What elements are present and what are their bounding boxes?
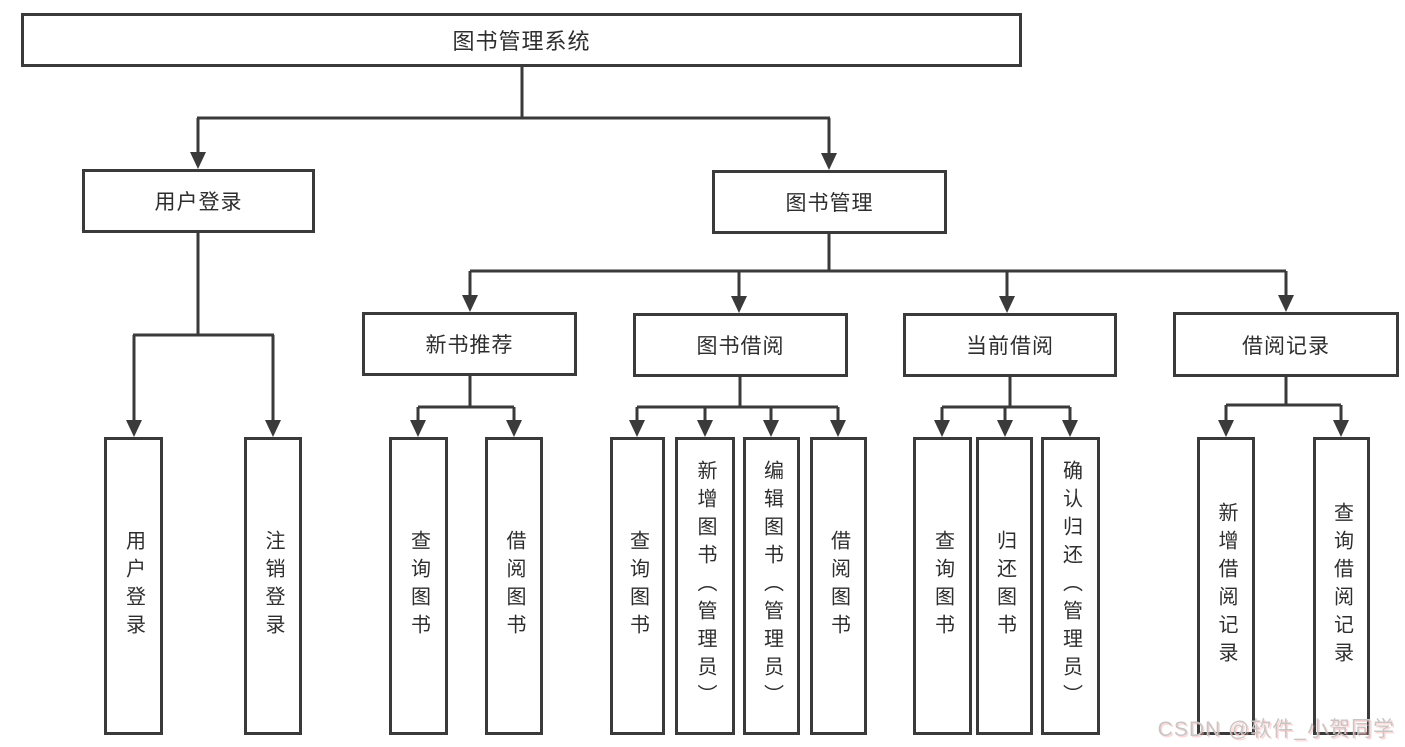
leaf-query-borrow-record: 查询借阅记录 <box>1313 437 1370 735</box>
node-new-book-recommend-label: 新书推荐 <box>425 334 514 357</box>
leaf-query-books-current-label: 查询图书 <box>931 530 954 642</box>
leaf-return-book-label: 归还图书 <box>993 530 1016 642</box>
node-user-login-label: 用户登录 <box>154 191 243 214</box>
leaf-return-book: 归还图书 <box>976 437 1033 735</box>
node-root-label: 图书管理系统 <box>452 29 591 54</box>
csdn-watermark: CSDN @软件_小贺同学 <box>1157 718 1395 741</box>
leaf-query-books-recommend-label: 查询图书 <box>407 530 430 642</box>
leaf-user-login-label: 用户登录 <box>122 530 145 642</box>
leaf-logout: 注销登录 <box>244 437 302 735</box>
leaf-add-borrow-record: 新增借阅记录 <box>1197 437 1255 735</box>
node-new-book-recommend: 新书推荐 <box>362 312 577 376</box>
leaf-borrow-books-recommend-label: 借阅图书 <box>503 530 525 642</box>
leaf-borrow-books-recommend: 借阅图书 <box>485 437 543 735</box>
leaf-query-books-borrow: 查询图书 <box>610 437 665 735</box>
arrowheads <box>126 152 1349 437</box>
leaf-borrow-books-label: 借阅图书 <box>827 530 850 642</box>
node-root: 图书管理系统 <box>21 13 1022 67</box>
leaf-edit-book-admin: 编辑图书（管理员） <box>743 437 800 735</box>
leaf-query-books-recommend: 查询图书 <box>389 437 448 735</box>
leaf-query-books-borrow-label: 查询图书 <box>626 530 649 642</box>
leaf-query-borrow-record-label: 查询借阅记录 <box>1330 502 1353 670</box>
leaf-logout-label: 注销登录 <box>262 530 284 642</box>
node-book-management-label: 图书管理 <box>785 192 874 215</box>
node-borrow-records: 借阅记录 <box>1173 312 1399 377</box>
node-book-management: 图书管理 <box>712 170 947 234</box>
leaf-query-books-current: 查询图书 <box>913 437 972 735</box>
leaf-edit-book-admin-label: 编辑图书（管理员） <box>760 460 783 712</box>
node-user-login: 用户登录 <box>82 169 315 233</box>
leaf-add-borrow-record-label: 新增借阅记录 <box>1215 502 1237 670</box>
leaf-add-book-admin: 新增图书（管理员） <box>675 437 735 735</box>
leaf-confirm-return-admin-label: 确认归还（管理员） <box>1059 460 1082 712</box>
leaf-borrow-books: 借阅图书 <box>810 437 867 735</box>
node-current-borrow: 当前借阅 <box>903 313 1117 377</box>
node-book-borrow-label: 图书借阅 <box>696 335 785 358</box>
node-book-borrow: 图书借阅 <box>633 313 848 377</box>
node-borrow-records-label: 借阅记录 <box>1242 334 1330 358</box>
leaf-confirm-return-admin: 确认归还（管理员） <box>1041 437 1100 735</box>
leaf-user-login: 用户登录 <box>104 437 163 735</box>
node-current-borrow-label: 当前借阅 <box>966 335 1054 358</box>
leaf-add-book-admin-label: 新增图书（管理员） <box>694 460 716 712</box>
